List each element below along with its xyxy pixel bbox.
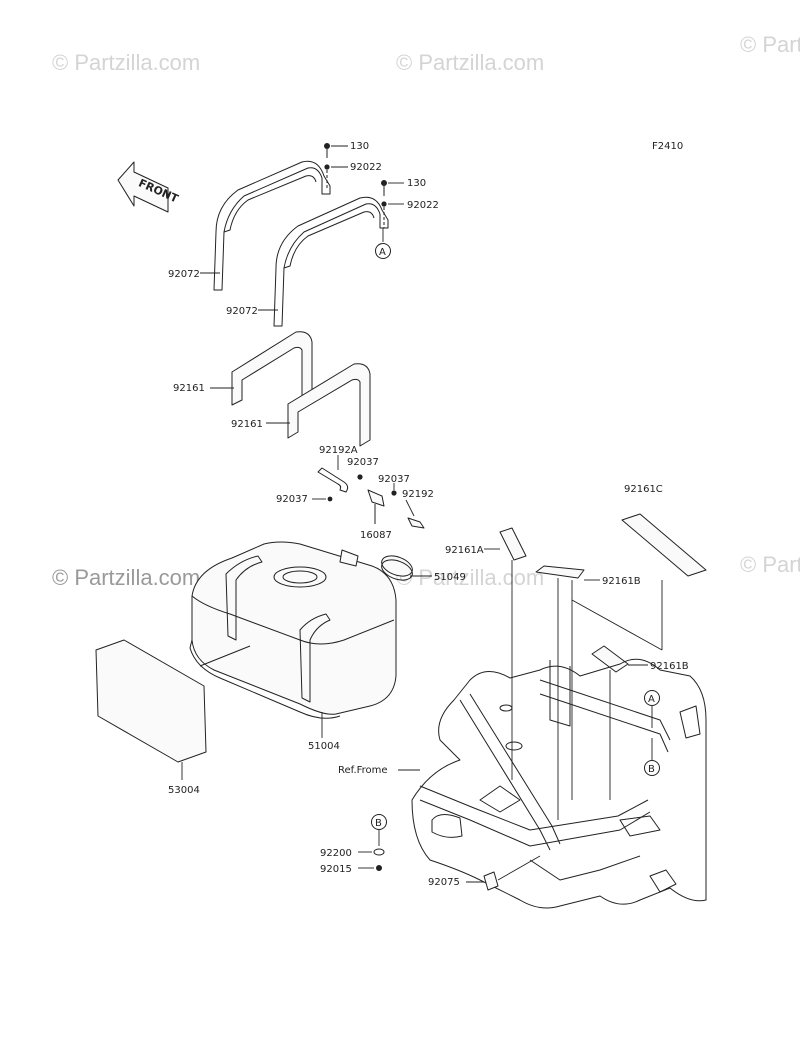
label-130-upper: 130 <box>350 141 369 152</box>
fuel-tank-51004-icon <box>189 541 397 719</box>
label-92192: 92192 <box>402 489 434 500</box>
nut-92015-icon <box>376 865 382 871</box>
insulator-pad-53004-icon <box>95 639 207 763</box>
svg-text:A: A <box>379 247 386 258</box>
front-arrow-icon: FRONT <box>117 161 181 213</box>
label-92022-upper: 92022 <box>350 162 382 173</box>
label-92192a: 92192A <box>319 445 358 456</box>
label-92072-upper: 92072 <box>168 269 200 280</box>
band-pad-92161-rear-icon <box>287 363 371 447</box>
svg-text:B: B <box>648 764 655 775</box>
watermark-mid-center: © Partzilla.com <box>396 565 544 590</box>
svg-text:A: A <box>648 694 655 705</box>
callout-a-frame: A <box>644 690 660 728</box>
label-92037-a: 92037 <box>347 457 379 468</box>
label-92161b-lower: 92161B <box>650 661 689 672</box>
label-16087: 16087 <box>360 530 392 541</box>
label-51049: 51049 <box>434 572 466 583</box>
watermark-mid-left: © Partzilla.com <box>52 565 200 590</box>
label-92200: 92200 <box>320 848 352 859</box>
callout-b-bottom: B <box>371 814 387 846</box>
watermark-mid-right: © Partzilla.com <box>740 552 800 577</box>
clamp-92037-b-icon <box>391 490 397 496</box>
bolt-130-upper-icon <box>324 143 330 190</box>
label-92037-c: 92037 <box>276 494 308 505</box>
clamp-92037-a-icon <box>357 474 363 480</box>
label-92161a: 92161A <box>445 545 484 556</box>
clamp-92037-c-icon <box>327 496 333 502</box>
watermark-top-left: © Partzilla.com <box>52 50 200 75</box>
label-ref-frame: Ref.Frome <box>338 765 388 776</box>
pad-92161a-icon <box>499 527 527 561</box>
watermark-top-right: © Partzilla.com <box>740 32 800 57</box>
pad-92161b-upper-icon <box>535 565 585 579</box>
label-92161c: 92161C <box>624 484 663 495</box>
label-92161-upper: 92161 <box>173 383 205 394</box>
label-51004: 51004 <box>308 741 340 752</box>
label-53004: 53004 <box>168 785 200 796</box>
band-pad-92161-front-icon <box>231 331 313 406</box>
label-92015: 92015 <box>320 864 352 875</box>
label-92161b-upper: 92161B <box>602 576 641 587</box>
label-92075: 92075 <box>428 877 460 888</box>
hose-92192a-icon <box>317 467 349 493</box>
figure-code: F2410 <box>652 141 683 152</box>
tank-band-92072-front-icon <box>213 160 331 291</box>
label-92022-lower: 92022 <box>407 200 439 211</box>
callout-b-frame: B <box>644 738 660 776</box>
tank-band-92072-rear-icon <box>273 196 389 327</box>
valve-16087-icon <box>367 489 385 524</box>
label-92072-lower: 92072 <box>226 306 258 317</box>
watermark-top-center: © Partzilla.com <box>396 50 544 75</box>
washer-92200-icon <box>373 848 385 856</box>
pad-92161b-lower-icon <box>591 645 629 673</box>
svg-text:B: B <box>375 818 382 829</box>
pad-92161c-icon <box>621 513 707 577</box>
label-130-lower: 130 <box>407 178 426 189</box>
label-92037-b: 92037 <box>378 474 410 485</box>
bolt-130-lower-icon <box>381 180 387 228</box>
clip-92075-icon <box>483 871 499 891</box>
label-92161-lower: 92161 <box>231 419 263 430</box>
frame-reference-icon <box>411 658 707 909</box>
hose-92192-icon <box>407 517 425 529</box>
fuel-cap-51049-icon <box>381 555 413 581</box>
callout-a-top: A <box>375 228 391 259</box>
